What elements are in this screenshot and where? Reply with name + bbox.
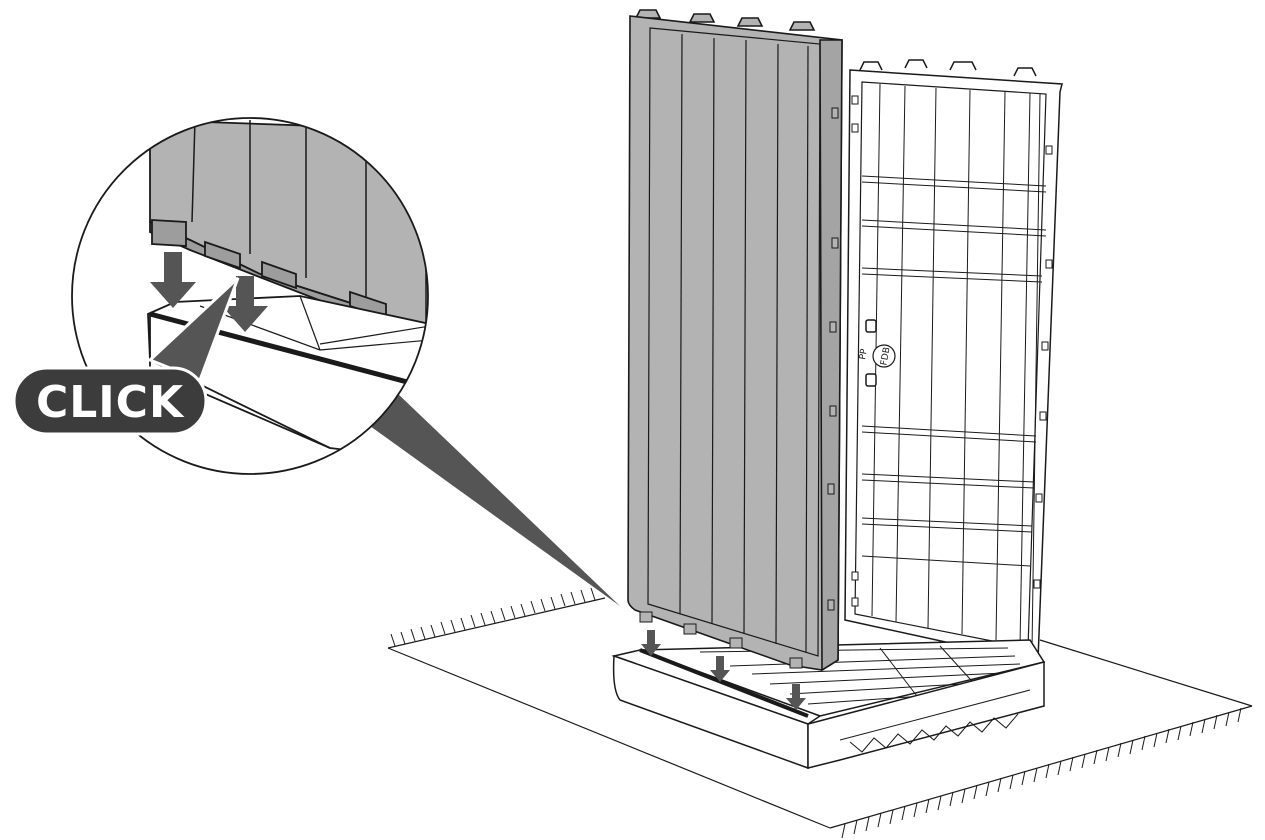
click-badge: CLICK bbox=[12, 366, 208, 436]
down-arrow-icon bbox=[786, 684, 806, 710]
floor-plane bbox=[387, 587, 1253, 839]
down-arrow-icon bbox=[150, 252, 196, 308]
down-arrow-icon bbox=[710, 656, 730, 682]
fdb-logo: FDB bbox=[872, 344, 896, 368]
floor-hatching-bottom bbox=[841, 707, 1242, 839]
recycle-mark-text: PP bbox=[858, 348, 870, 361]
down-arrow-icon bbox=[222, 276, 268, 332]
down-arrow-icon bbox=[641, 630, 661, 656]
fdb-logo-text: FDB bbox=[879, 346, 892, 366]
click-label: CLICK bbox=[36, 377, 185, 428]
front-wall-panel bbox=[627, 9, 843, 672]
back-frame-panel bbox=[844, 59, 1063, 667]
floor-hatching-left bbox=[390, 587, 596, 647]
callout-pointer bbox=[370, 392, 620, 606]
